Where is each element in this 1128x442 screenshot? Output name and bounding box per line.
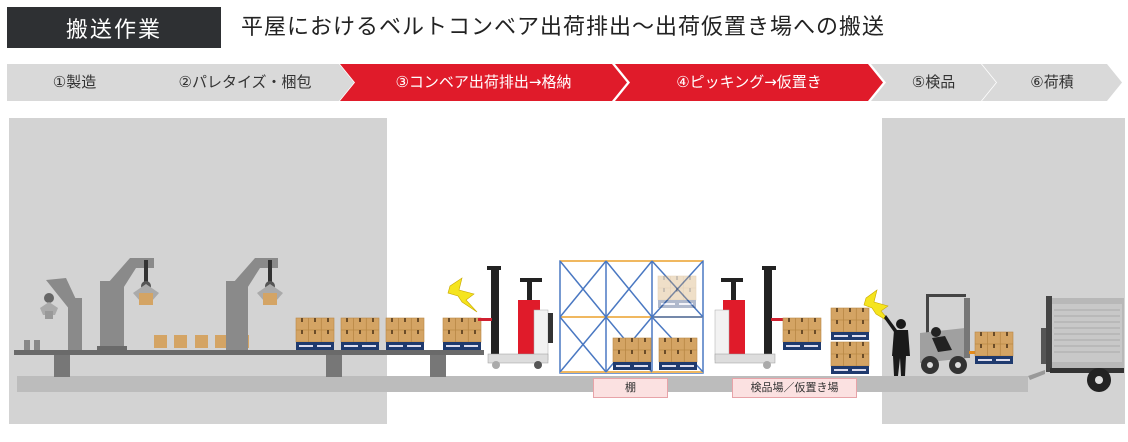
counterbalance-forklift-icon [920,294,977,374]
step-label: ⑥荷積 [1030,73,1074,91]
rack-label: 棚 [593,378,668,398]
step-3-conveyor-storage[interactable]: ③コンベア出荷排出→格納 [340,64,627,101]
pallet-load [295,317,335,351]
pallet-load [612,337,652,371]
step-1-manufacturing[interactable]: ①製造 [7,64,152,101]
reach-forklift-icon [478,266,553,369]
step-label: ④ピッキング→仮置き [676,73,822,91]
step-shape [136,64,354,101]
pallet-load [658,337,698,371]
pallet-load [385,317,425,351]
step-5-inspection[interactable]: ⑤検品 [871,64,996,101]
header: 搬送作業 平屋におけるベルトコンベア出荷排出〜出荷仮置き場への搬送 [0,0,1128,60]
step-label: ③コンベア出荷排出→格納 [395,73,572,91]
lightning-icon [447,277,478,313]
step-shape [615,64,883,101]
pallet-load [974,331,1014,365]
step-shape [982,64,1122,101]
step-shape [7,64,152,101]
category-tag: 搬送作業 [7,7,221,48]
step-label: ⑤検品 [911,73,956,91]
reach-forklift-icon [714,266,785,369]
step-label: ①製造 [52,73,97,91]
step-2-palletize[interactable]: ②パレタイズ・梱包 [136,64,354,101]
robot-arm-icon [226,258,283,350]
step-label: ②パレタイズ・梱包 [178,73,312,91]
process-illustration: 棚 検品場／仮置き場 [0,118,1128,442]
pallet-load [782,317,822,351]
step-4-picking-staging[interactable]: ④ピッキング→仮置き [615,64,883,101]
robot-arm-icon [97,258,159,350]
process-steps: ①製造 ②パレタイズ・梱包 ③コンベア出荷排出→格納 ④ピッキング→仮置き ⑤検… [0,64,1128,101]
pallet-load-ghost [657,275,697,309]
robot-arm-icon [24,278,82,350]
dock-floor [882,376,1028,392]
staging-area-label: 検品場／仮置き場 [732,378,857,398]
worker-icon [884,315,910,376]
pallet-load [830,307,870,341]
step-shape [340,64,627,101]
page-title: 平屋におけるベルトコンベア出荷排出〜出荷仮置き場への搬送 [241,15,886,40]
pallet-load [442,317,482,351]
step-6-loading[interactable]: ⑥荷積 [982,64,1122,101]
conveyor-belt [14,350,484,355]
pallet-load [340,317,380,351]
production-zone [9,118,387,424]
truck-icon [1041,296,1124,392]
step-shape [871,64,996,101]
pallet-load [830,341,870,375]
scene-graphics [14,258,1124,392]
